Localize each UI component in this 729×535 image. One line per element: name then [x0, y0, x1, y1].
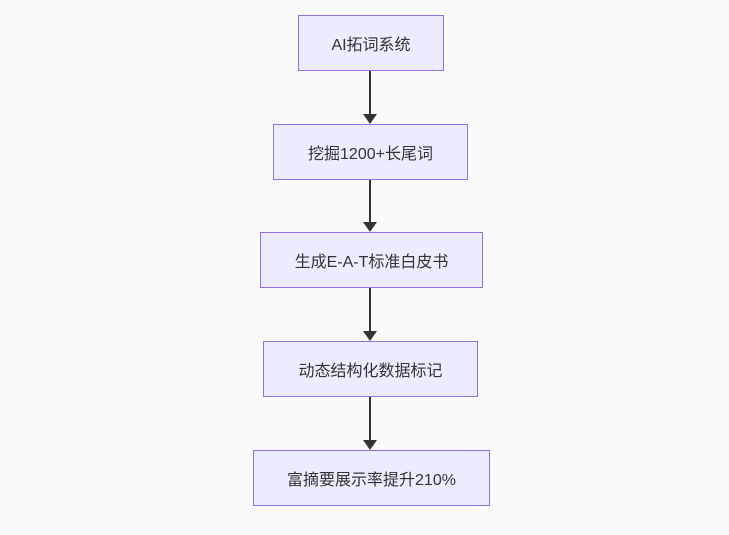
flow-node-label: 挖掘1200+长尾词	[308, 146, 433, 163]
edge-line	[369, 180, 371, 222]
arrowhead-down-icon	[363, 440, 377, 450]
flow-edge-4	[362, 397, 378, 450]
flow-edge-3	[362, 288, 378, 341]
flow-edge-2	[362, 180, 378, 232]
edge-line	[369, 288, 371, 331]
arrowhead-down-icon	[363, 114, 377, 124]
edge-line	[369, 71, 371, 114]
edge-line	[369, 397, 371, 440]
flow-node-label: AI拓词系统	[331, 37, 411, 54]
flow-node-structured-data-markup: 动态结构化数据标记	[263, 341, 478, 397]
flow-node-label: 生成E-A-T标准白皮书	[294, 254, 449, 271]
flow-node-longtail-mining: 挖掘1200+长尾词	[273, 124, 468, 180]
flow-node-ai-keyword-system: AI拓词系统	[298, 15, 444, 71]
flow-edge-1	[362, 71, 378, 124]
flow-node-label: 动态结构化数据标记	[298, 363, 443, 380]
arrowhead-down-icon	[363, 222, 377, 232]
flow-node-rich-snippet-result: 富摘要展示率提升210%	[253, 450, 490, 506]
arrowhead-down-icon	[363, 331, 377, 341]
flow-node-eat-whitepaper: 生成E-A-T标准白皮书	[260, 232, 483, 288]
flow-node-label: 富摘要展示率提升210%	[287, 472, 456, 489]
